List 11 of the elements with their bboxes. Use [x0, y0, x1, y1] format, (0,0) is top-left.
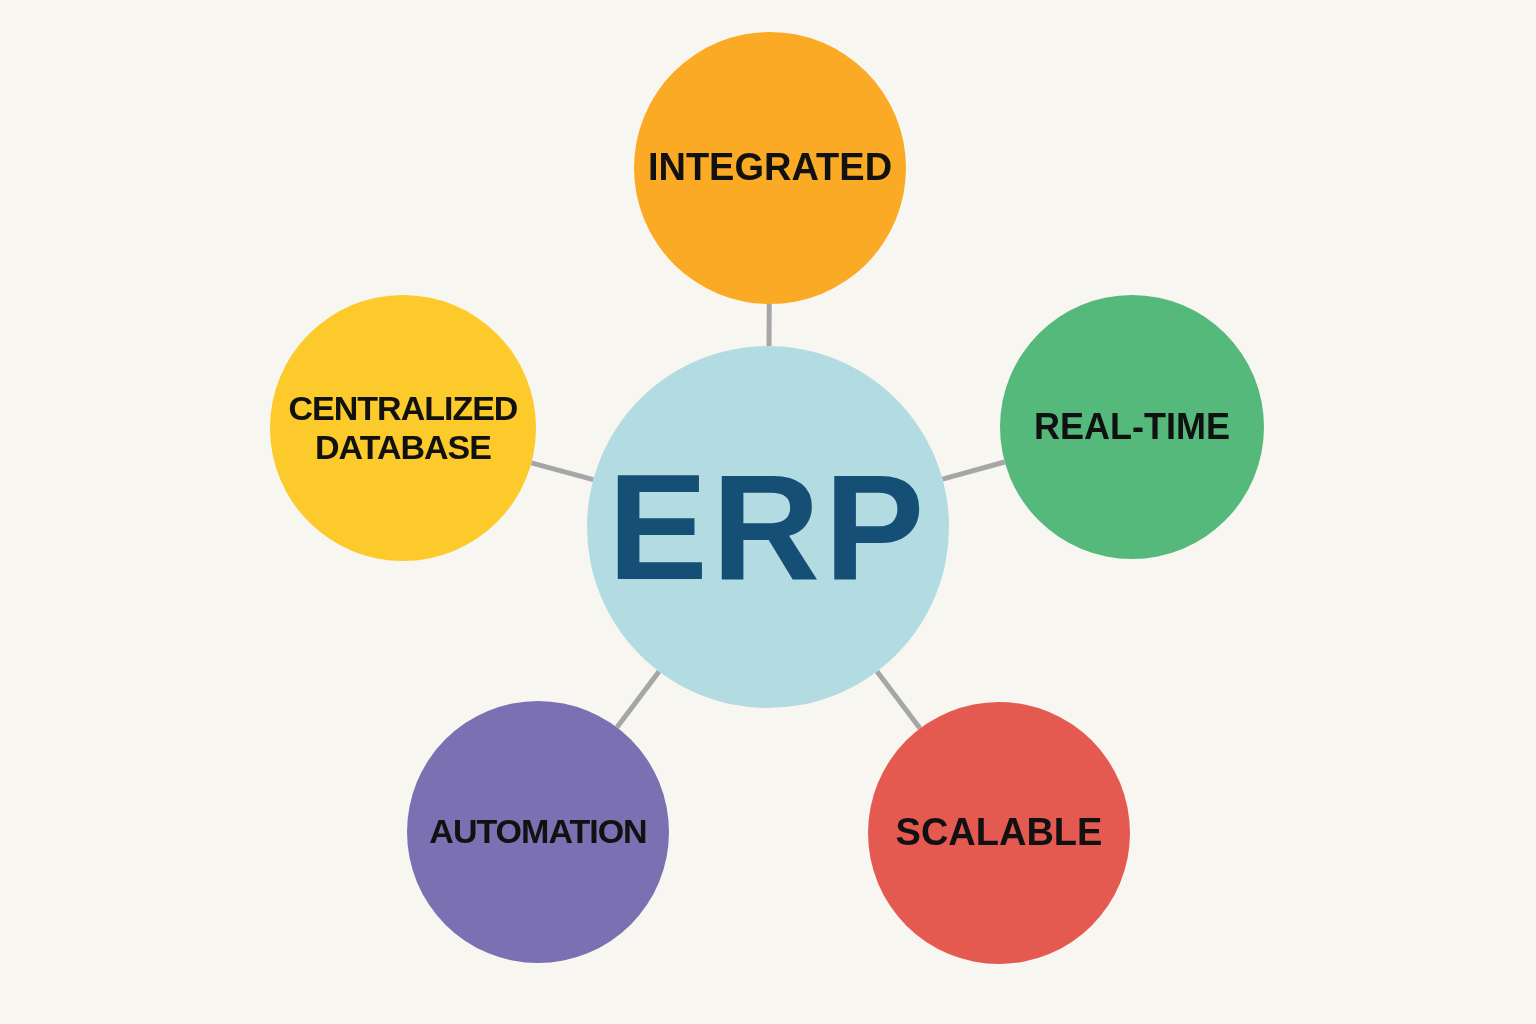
- feature-label: CENTRALIZED DATABASE: [287, 388, 519, 468]
- hub-label: ERP: [607, 441, 929, 613]
- feature-label: INTEGRATED: [647, 146, 893, 190]
- connector-line: [530, 460, 594, 483]
- feature-label: AUTOMATION: [429, 812, 647, 852]
- connector-line: [875, 669, 923, 730]
- connector-line: [766, 304, 772, 346]
- feature-label: REAL-TIME: [1034, 406, 1230, 448]
- feature-label: SCALABLE: [895, 811, 1103, 855]
- connector-line: [941, 459, 1006, 482]
- connector-line: [614, 670, 661, 729]
